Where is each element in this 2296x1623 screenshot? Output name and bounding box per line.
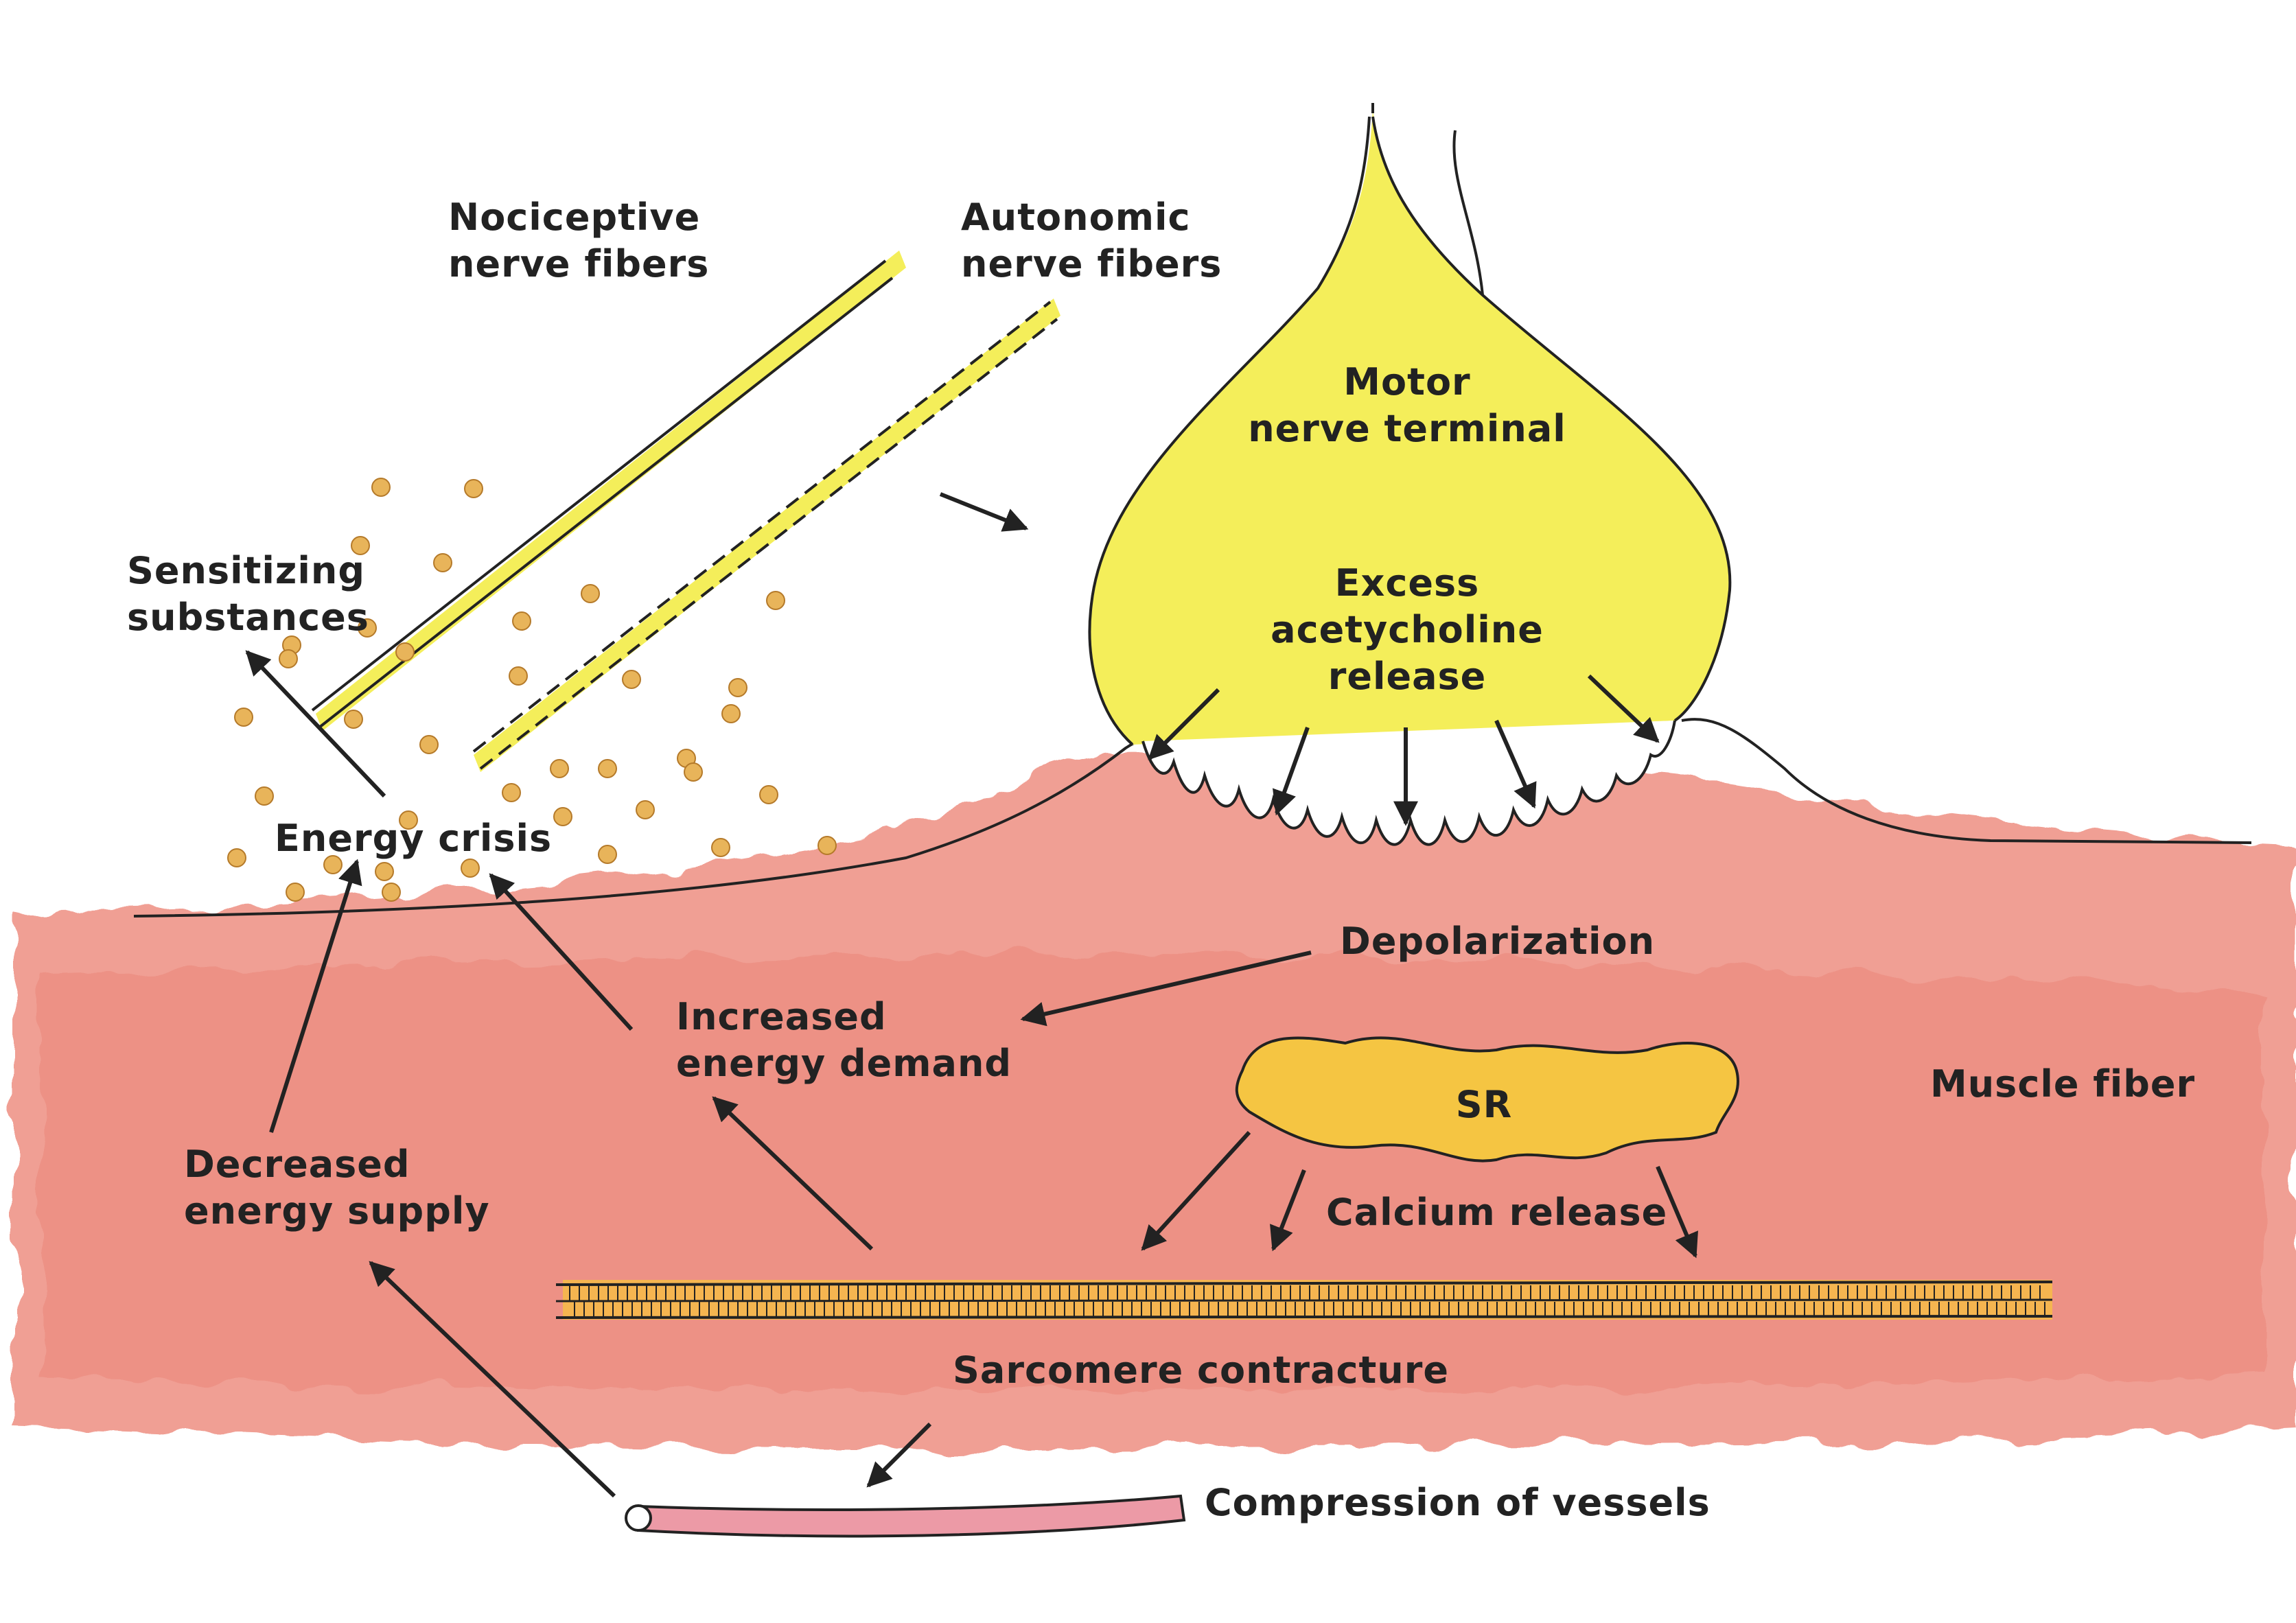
particle	[721, 704, 741, 723]
particle	[358, 618, 377, 638]
arrow-sr-calcium-2	[1270, 1169, 1306, 1252]
arrow-ach-2	[1273, 726, 1310, 816]
label-increased-2: energy demand	[676, 1042, 1012, 1085]
label-sensitizing-2: substances	[127, 596, 369, 639]
motor-nerve-terminal	[1088, 110, 1732, 746]
arrow-vessel-to-supply	[369, 1261, 616, 1498]
sensitizing-particles	[227, 478, 837, 902]
arrow-crisis-to-sensitizing	[245, 650, 386, 798]
label-excess: Excess	[1335, 561, 1480, 605]
label-sensitizing: Sensitizing	[127, 549, 365, 592]
particle	[509, 666, 528, 686]
particle	[553, 807, 572, 826]
particle	[375, 862, 394, 881]
label-calcium-release: Calcium release	[1326, 1191, 1667, 1234]
arrow-depolarization-to-demand	[1020, 950, 1312, 1027]
particle	[759, 785, 778, 804]
particle	[279, 649, 298, 668]
sarcomere-band	[555, 1280, 2053, 1320]
arrow-sr-calcium-1	[1141, 1130, 1251, 1251]
label-depolarization: Depolarization	[1340, 920, 1655, 963]
particle	[382, 883, 401, 902]
arrow-sr-calcium-3	[1656, 1165, 1698, 1259]
arrow-demand-to-crisis	[489, 873, 634, 1031]
nociceptive-nerve-fiber	[311, 250, 906, 731]
autonomic-nerve-fiber	[472, 299, 1060, 772]
muscle-fiber-outline	[133, 718, 2252, 918]
labels: Nociceptive nerve fibers Autonomic nerve…	[127, 196, 2195, 1524]
particle	[711, 838, 730, 857]
particle	[622, 670, 641, 689]
label-sr: SR	[1456, 1083, 1512, 1126]
label-increased: Increased	[676, 995, 887, 1038]
particle	[395, 642, 415, 662]
particle	[598, 759, 617, 778]
label-decreased: Decreased	[184, 1143, 410, 1186]
particle	[581, 584, 600, 603]
arrows	[245, 492, 1698, 1498]
label-energy-crisis: Energy crisis	[275, 817, 552, 860]
label-nociceptive-2: nerve fibers	[448, 242, 709, 285]
particle	[728, 678, 747, 697]
particle	[598, 845, 617, 864]
label-excess-3: release	[1328, 655, 1487, 698]
particle	[286, 883, 305, 902]
label-autonomic: Autonomic	[961, 196, 1190, 239]
label-decreased-2: energy supply	[184, 1189, 490, 1233]
label-motor: Motor	[1343, 360, 1470, 404]
label-autonomic-2: nerve fibers	[961, 242, 1222, 285]
label-excess-2: acetycholine	[1271, 608, 1544, 651]
particle	[371, 478, 391, 497]
sarcoplasmic-reticulum	[1235, 1036, 1739, 1163]
particle	[766, 591, 785, 610]
particle	[636, 800, 655, 819]
particle	[817, 836, 837, 855]
particle	[502, 783, 521, 802]
arrow-supply-to-crisis	[269, 859, 362, 1133]
motor-stalk-right	[1452, 130, 1484, 296]
arrow-contracture-to-vessel	[866, 1422, 932, 1488]
particle	[461, 859, 480, 878]
arrow-ach-4	[1494, 719, 1537, 809]
label-muscle-fiber: Muscle fiber	[1930, 1062, 2195, 1106]
particle	[464, 479, 483, 498]
particle	[550, 759, 569, 778]
particle	[684, 762, 703, 782]
particle	[227, 848, 246, 867]
particle	[433, 553, 452, 572]
arrow-sarcomere-to-demand	[712, 1096, 874, 1251]
arrow-nerves-to-terminal	[939, 492, 1029, 532]
particle	[419, 735, 439, 754]
compressed-vessel	[625, 1494, 1186, 1538]
particle	[399, 810, 418, 830]
particle	[344, 710, 363, 729]
label-motor-2: nerve terminal	[1248, 407, 1566, 450]
arrow-ach-1	[1148, 688, 1220, 760]
particle	[234, 708, 253, 727]
particle	[512, 611, 531, 631]
particle	[255, 786, 274, 806]
label-sarcomere-contracture: Sarcomere contracture	[953, 1348, 1449, 1392]
arrow-ach-5	[1587, 674, 1660, 743]
label-compression-vessels: Compression of vessels	[1205, 1481, 1711, 1524]
particle	[351, 536, 370, 555]
label-nociceptive: Nociceptive	[448, 196, 700, 239]
